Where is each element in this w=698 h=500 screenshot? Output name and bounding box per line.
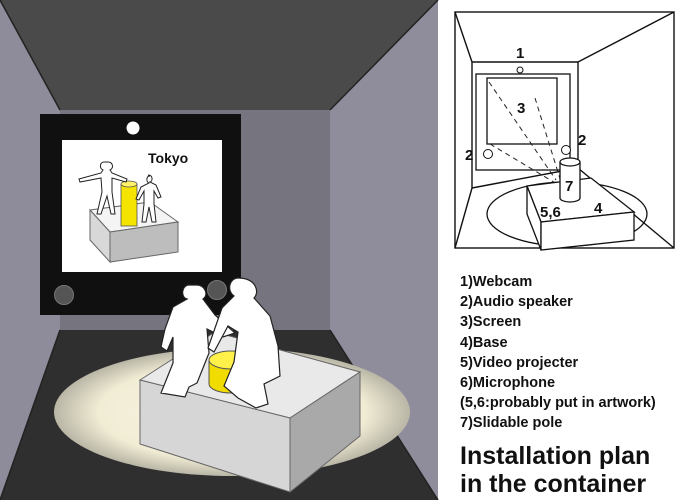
plan-right-speaker [561, 145, 571, 155]
legend-item: 6)Microphone [460, 375, 556, 392]
plan-number-labels: 1 3 2 2 7 5,6 4 [465, 45, 603, 221]
plan-label-speaker-right: 2 [578, 132, 586, 149]
plan-label-webcam: 1 [516, 45, 524, 62]
edge-line [0, 0, 61, 111]
ceiling [0, 0, 438, 110]
legend-item: 2)Audio speaker [460, 294, 573, 311]
projection-lines [488, 81, 562, 185]
plan-label-projector-mic: 5,6 [540, 204, 561, 221]
edge-line [0, 329, 61, 500]
plan-label-pole: 7 [565, 178, 573, 195]
screen-cylinder [120, 180, 138, 227]
plan-webcam [516, 66, 524, 74]
legend-item: (5,6:probably put in artwork) [460, 395, 656, 412]
legend-item: 4)Base [460, 334, 508, 351]
figure-caption: Installation plan in the container [460, 442, 650, 498]
visitor-figures [160, 277, 281, 409]
plan-drawing: 1 3 2 2 7 5,6 4 [454, 11, 675, 251]
screen-caption: Tokyo [148, 150, 188, 166]
left-speaker [54, 285, 74, 305]
edge-line [329, 0, 439, 111]
legend-item: 1)Webcam [460, 274, 533, 290]
plan-label-base: 4 [594, 200, 603, 217]
legend-item: 7)Slidable pole [460, 415, 563, 432]
webcam [126, 121, 140, 135]
caption-line: in the container [460, 470, 647, 498]
plan-label-screen: 3 [517, 100, 525, 117]
plan-monitor [475, 73, 571, 171]
screen-figures [78, 161, 162, 223]
legend-list: 1)Webcam 2)Audio speaker 3)Screen 4)Base… [460, 272, 656, 434]
plan-left-speaker [483, 149, 493, 159]
plan-base [526, 177, 636, 251]
plan-pole [559, 157, 581, 203]
plan-label-speaker-left: 2 [465, 147, 473, 164]
legend-item: 3)Screen [460, 314, 522, 331]
right-speaker [207, 280, 227, 300]
legend-item: 5)Video projecter [460, 354, 579, 371]
container-perspective-view: Tokyo [0, 0, 439, 500]
right-wall [330, 0, 438, 500]
caption-line: Installation plan [460, 442, 651, 470]
